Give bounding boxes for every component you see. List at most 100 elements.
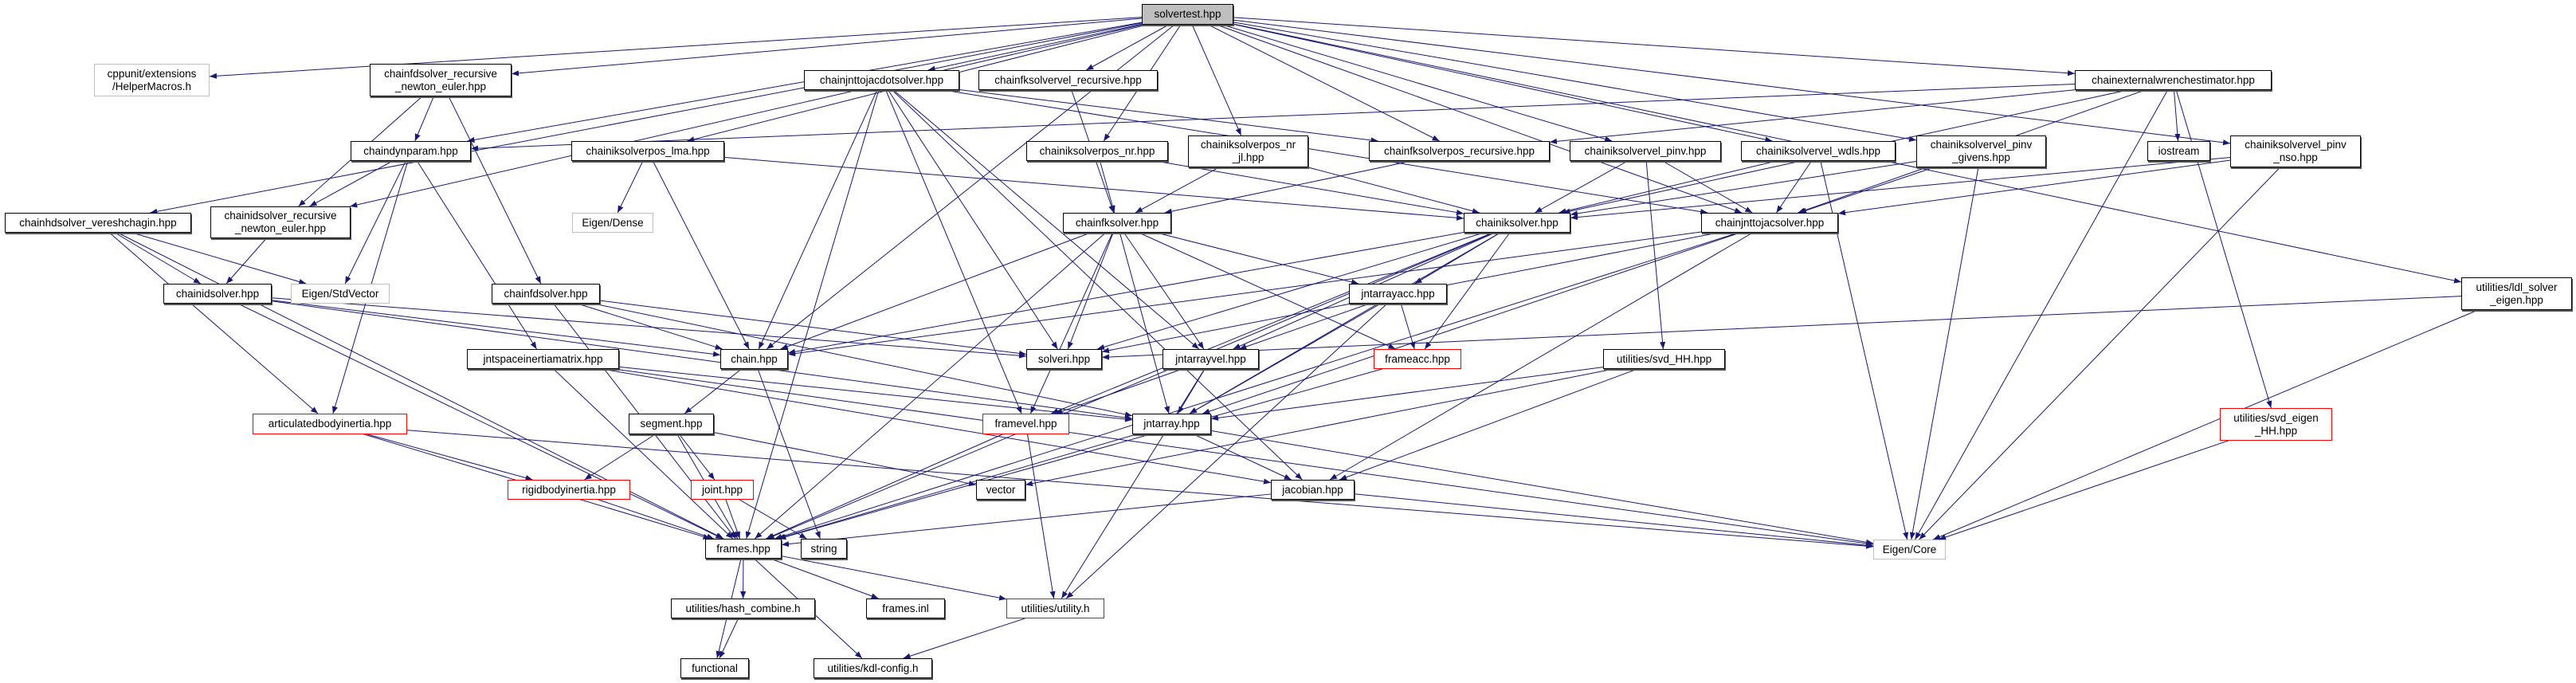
edge-velnso-to-iksolver [1570, 157, 2231, 221]
edge-iksolver-to-framevel [1051, 232, 1493, 414]
edge-frames-to-framesinl [770, 558, 879, 599]
edge-jnttojacdot-to-chain [758, 89, 878, 350]
edge-velgivens-to-iksolver [1570, 161, 1917, 217]
node-chain[interactable]: chain.hpp [720, 349, 788, 369]
node-utility[interactable]: utilities/utility.h [1006, 599, 1104, 618]
node-idsolver[interactable]: chainidsolver.hpp [163, 284, 272, 304]
edge-hash-to-functional [719, 618, 739, 659]
edge-chain-to-string [757, 368, 821, 540]
node-cppunit[interactable]: cppunit/extensions /HelperMacros.h [94, 64, 210, 96]
edge-idsolver-to-solveri [271, 297, 1027, 359]
node-string[interactable]: string [801, 539, 847, 559]
edge-segment-to-vector [713, 432, 977, 487]
node-velnso[interactable]: chainiksolvervel_pinv _nso.hpp [2230, 135, 2361, 167]
node-hash[interactable]: utilities/hash_combine.h [671, 599, 815, 618]
edge-fksolver-to-frameacc [1139, 232, 1396, 350]
node-posnrjl[interactable]: chainiksolverpos_nr _jl.hpp [1188, 135, 1308, 167]
node-fksolver[interactable]: chainfksolver.hpp [1063, 213, 1171, 233]
edge-velgivens-to-eigencore [1909, 167, 1979, 540]
edge-solvertest-to-cppunit [209, 17, 1143, 79]
node-iksolver[interactable]: chainiksolver.hpp [1464, 213, 1570, 233]
edge-idsolver-to-frames [237, 303, 723, 540]
edge-svdhh-to-jacobian [1339, 368, 1638, 481]
edge-fksolver-to-jntarrayacc [1156, 232, 1359, 285]
node-fkposrec[interactable]: chainfksolverpos_recursive.hpp [1369, 141, 1550, 161]
node-dynparam[interactable]: chaindynparam.hpp [351, 141, 471, 161]
node-svdhh[interactable]: utilities/svd_HH.hpp [1603, 349, 1725, 369]
edge-frameacc-to-frames [778, 368, 1382, 540]
node-kdlconfig[interactable]: utilities/kdl-config.h [814, 658, 932, 678]
node-velgivens[interactable]: chainiksolvervel_pinv _givens.hpp [1916, 135, 2046, 167]
edge-jnttojacdot-to-solveri [888, 89, 1058, 350]
node-eigencore[interactable]: Eigen/Core [1873, 540, 1946, 559]
node-jnttojacdot[interactable]: chainjnttojacdotsolver.hpp [804, 70, 959, 90]
edge-solvertest-to-hdvere [150, 22, 1143, 214]
node-jntarrayacc[interactable]: jntarrayacc.hpp [1349, 284, 1447, 304]
node-frames[interactable]: frames.hpp [705, 539, 782, 559]
node-frameacc[interactable]: frameacc.hpp [1374, 349, 1461, 369]
node-extwrench[interactable]: chainexternalwrenchestimator.hpp [2075, 70, 2272, 90]
node-jsim[interactable]: jntspaceinertiamatrix.hpp [467, 349, 619, 369]
edge-jntarrayacc-to-utility [1065, 303, 1388, 599]
edge-jacobian-to-frames [781, 493, 1272, 548]
edge-jntarrayvel-to-framevel [1055, 368, 1183, 414]
edge-velnso-to-eigencore [1919, 167, 2280, 540]
node-posnr[interactable]: chainiksolverpos_nr.hpp [1026, 141, 1168, 161]
node-poslma[interactable]: chainiksolverpos_lma.hpp [571, 141, 724, 161]
edge-jnttojacdot-to-frames [745, 89, 880, 540]
node-vector[interactable]: vector [976, 480, 1025, 500]
edge-fdrne-to-fdsolver [448, 96, 542, 285]
edge-segment-to-joint [679, 434, 716, 481]
edge-velwdls-to-jnttojac [1776, 160, 1812, 214]
node-solvertest[interactable]: solvertest.hpp [1142, 4, 1233, 25]
edge-extwrench-to-iostream [2173, 89, 2181, 142]
node-velwdls[interactable]: chainiksolvervel_wdls.hpp [1741, 141, 1896, 161]
edge-jnttojac-to-jacobian [1329, 232, 1753, 481]
edge-ldl-to-eigencore [1932, 309, 2479, 540]
node-iostream[interactable]: iostream [2147, 141, 2210, 161]
edge-jntarrayvel-to-utility [1061, 368, 1206, 599]
edge-velpinv-to-iksolver [1535, 160, 1628, 214]
node-joint[interactable]: joint.hpp [691, 480, 754, 500]
node-hdvere[interactable]: chainhdsolver_vereshchagin.hpp [5, 213, 191, 233]
edge-solvertest-to-idrne [350, 24, 1143, 208]
node-jacobian[interactable]: jacobian.hpp [1271, 480, 1355, 500]
node-jntarrayvel[interactable]: jntarrayvel.hpp [1163, 349, 1259, 369]
node-abi[interactable]: articulatedbodyinertia.hpp [253, 414, 407, 434]
edge-rbi-to-frames [598, 499, 715, 540]
node-functional[interactable]: functional [680, 658, 749, 678]
edge-solvertest-to-velwdls [1233, 23, 1773, 143]
edge-posnr-to-iksolver [1155, 160, 1464, 216]
edge-dynparam-to-jsim [417, 160, 537, 350]
node-svdeigen[interactable]: utilities/svd_eigen _HH.hpp [2220, 408, 2332, 441]
edge-abi-to-rbi [367, 434, 533, 481]
edge-jnttojacdot-to-framevel [885, 89, 1022, 414]
edge-jntarray-to-jacobian [1194, 434, 1292, 481]
node-fdsolver[interactable]: chainfdsolver.hpp [492, 284, 600, 304]
edge-svdeigen-to-eigencore [1938, 440, 2229, 540]
node-velpinv[interactable]: chainiksolvervel_pinv.hpp [1570, 141, 1721, 161]
edge-solvertest-to-velgivens [1233, 22, 1917, 142]
node-framevel[interactable]: framevel.hpp [982, 414, 1069, 434]
node-jnttojac[interactable]: chainjnttojacsolver.hpp [1701, 213, 1838, 233]
edge-fdsolver-to-solveri [599, 300, 1027, 356]
edge-svdhh-to-vector [1025, 368, 1614, 487]
edge-solvertest-to-jnttojacdot [927, 23, 1143, 72]
node-ldl[interactable]: utilities/ldl_solver _eigen.hpp [2461, 277, 2572, 310]
node-fdrne[interactable]: chainfdsolver_recursive _newton_euler.hp… [370, 64, 512, 96]
node-framesinl[interactable]: frames.inl [866, 599, 945, 618]
edge-idsolver-to-jntarray [271, 300, 1133, 421]
node-fkvelrec[interactable]: chainfksolvervel_recursive.hpp [978, 70, 1158, 90]
edge-solvertest-to-posnrjl [1191, 24, 1242, 136]
node-segment[interactable]: segment.hpp [629, 414, 714, 434]
edge-velgivens-to-jnttojac [1798, 167, 1935, 214]
node-jntarray[interactable]: jntarray.hpp [1132, 414, 1211, 434]
edge-fdsolver-to-chain [577, 303, 723, 350]
node-rbi[interactable]: rigidbodyinertia.hpp [508, 480, 630, 500]
node-stdvector[interactable]: Eigen/StdVector [291, 284, 390, 304]
node-eigendense[interactable]: Eigen/Dense [572, 213, 653, 233]
edge-iksolver-to-frames [767, 232, 1494, 540]
node-idrne[interactable]: chainidsolver_recursive _newton_euler.hp… [210, 206, 351, 238]
node-solveri[interactable]: solveri.hpp [1026, 349, 1102, 369]
